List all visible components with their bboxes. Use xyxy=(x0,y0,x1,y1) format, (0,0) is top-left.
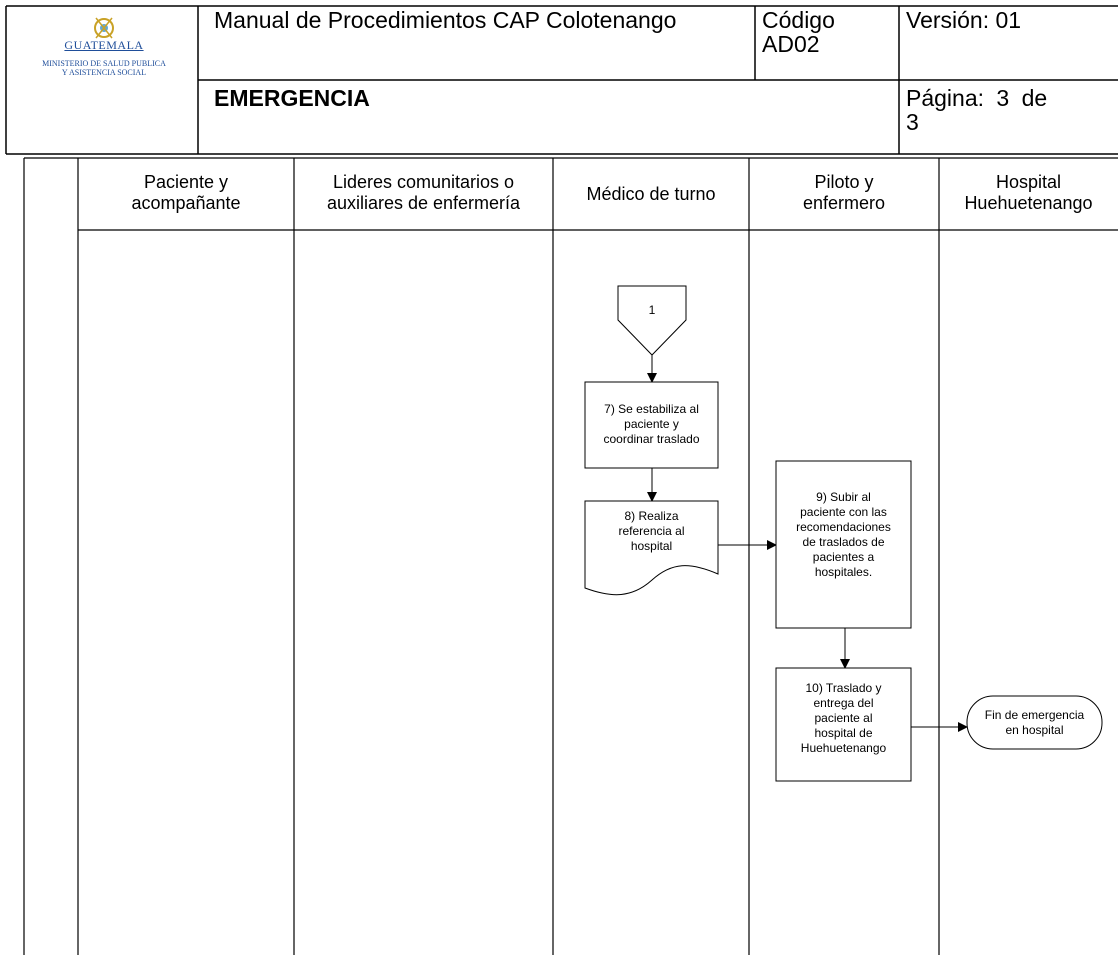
offpage-connector-1 xyxy=(617,285,687,356)
code-label: Código xyxy=(762,7,835,33)
section-title: EMERGENCIA xyxy=(214,85,370,111)
page-label: Página: 3 de xyxy=(906,85,1048,111)
end-terminator xyxy=(966,695,1103,750)
code-value: AD02 xyxy=(762,31,820,57)
page-total: 3 xyxy=(906,109,919,135)
logo-ministry-line1: MINISTERIO DE SALUD PUBLICA xyxy=(42,59,166,68)
logo-country: GUATEMALA xyxy=(64,38,144,52)
logo: GUATEMALA MINISTERIO DE SALUD PUBLICA Y … xyxy=(14,10,194,100)
step-7-box xyxy=(584,381,719,469)
manual-title: Manual de Procedimientos CAP Colotenango xyxy=(214,7,677,33)
step-9-box xyxy=(775,460,912,629)
coat-of-arms-icon xyxy=(94,17,114,39)
lane-title-doctor: Médico de turno xyxy=(586,184,716,204)
connector-1-label: 1 xyxy=(648,303,656,317)
step-8-document xyxy=(584,500,719,596)
version-label: Versión: 01 xyxy=(906,7,1022,33)
step-8-text: 8) Realiza referencia al hospital xyxy=(618,509,685,553)
step-7-text: 7) Se estabiliza al paciente y coordinar… xyxy=(603,402,700,446)
step-9-text: 9) Subir al paciente con las recomendaci… xyxy=(796,490,891,579)
logo-ministry-line2: Y ASISTENCIA SOCIAL xyxy=(61,68,147,77)
end-text: Fin de emergencia en hospital xyxy=(984,708,1085,737)
step-10-text: 10) Traslado y entrega del paciente al h… xyxy=(800,681,887,755)
step-10-box xyxy=(775,667,912,782)
